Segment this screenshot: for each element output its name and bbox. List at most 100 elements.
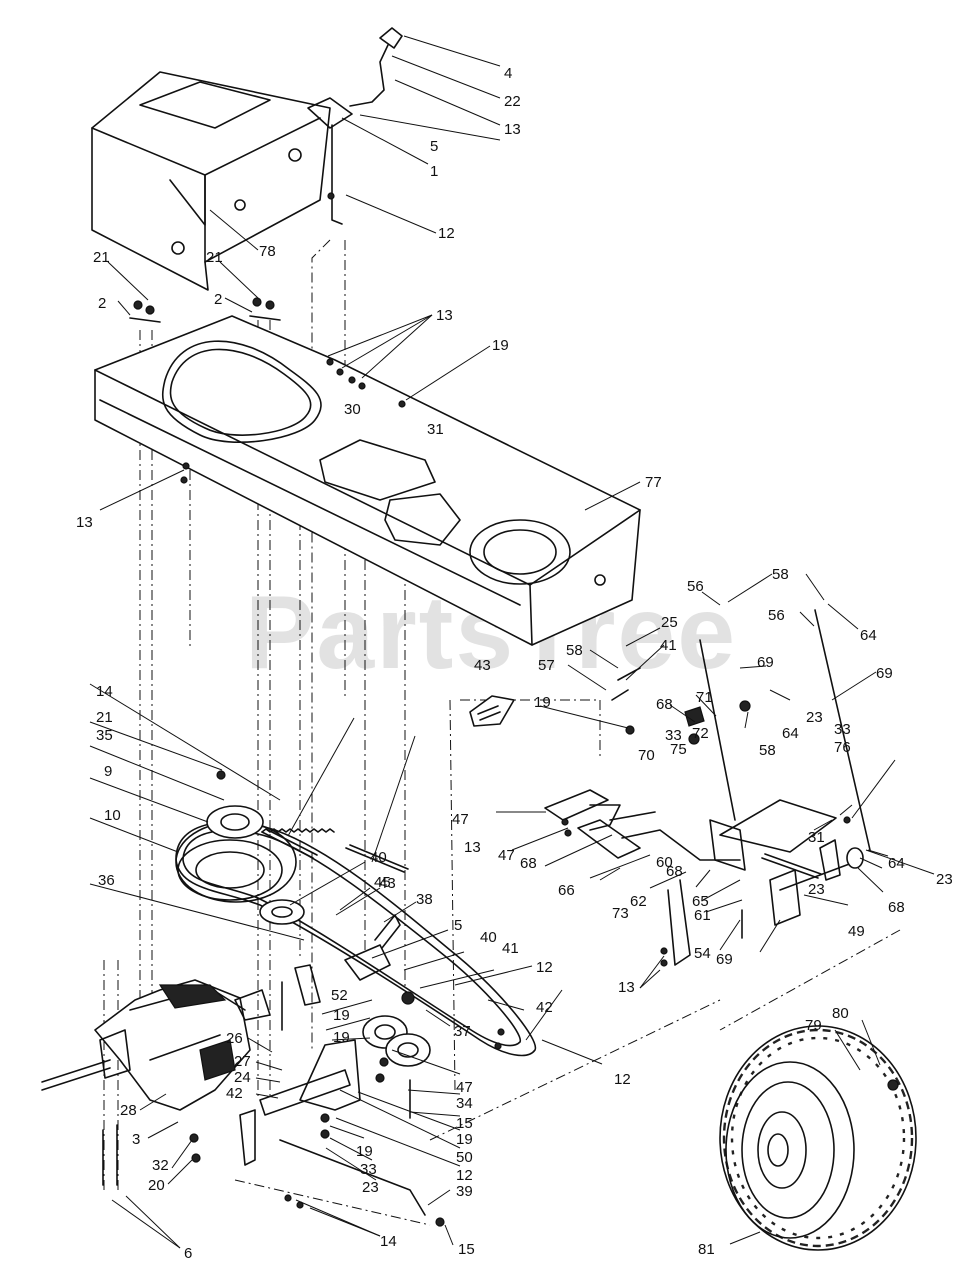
callout-label: 71 — [696, 689, 713, 706]
callout-label: 20 — [148, 1177, 165, 1194]
callout-label: 58 — [772, 566, 789, 583]
callout-label: 13 — [464, 839, 481, 856]
callout-label: 19 — [534, 694, 551, 711]
callout-label: 58 — [759, 742, 776, 759]
callout-label: 27 — [234, 1053, 251, 1070]
callout-label: 19 — [333, 1029, 350, 1046]
callout-label: 5 — [430, 138, 438, 155]
callout-label: 64 — [888, 855, 905, 872]
callout-label: 31 — [808, 829, 825, 846]
callout-label: 10 — [104, 807, 121, 824]
callout-label: 41 — [502, 940, 519, 957]
callout-label: 6 — [184, 1245, 192, 1262]
callout-label: 9 — [104, 763, 112, 780]
bracket-52 — [769, 839, 864, 926]
callout-label: 68 — [520, 855, 537, 872]
callout-label: 72 — [692, 725, 709, 742]
callout-label: 14 — [96, 683, 113, 700]
callout-label: 26 — [226, 1030, 243, 1047]
callout-label: 4 — [504, 65, 512, 82]
callout-label: 3 — [132, 1131, 140, 1148]
brake-rod-assembly — [307, 27, 403, 225]
callout-label: 40 — [370, 849, 387, 866]
callout-label: 56 — [768, 607, 785, 624]
callout-label: 21 — [206, 249, 223, 266]
callout-label: 47 — [456, 1079, 473, 1096]
callout-label: 34 — [456, 1095, 473, 1112]
callout-label: 54 — [694, 945, 711, 962]
callout-label: 33 — [360, 1161, 377, 1178]
callout-label: 19 — [356, 1143, 373, 1160]
callout-label: 57 — [538, 657, 555, 674]
callout-label: 45 — [374, 874, 391, 891]
callout-label: 64 — [782, 725, 799, 742]
callout-label: 32 — [152, 1157, 169, 1174]
callout-label: 5 — [454, 917, 462, 934]
transmission-3 — [41, 979, 271, 1111]
callout-label: 30 — [344, 401, 361, 418]
callout-label: 76 — [834, 739, 851, 756]
callout-label: 1 — [430, 163, 438, 180]
callout-label: 70 — [638, 747, 655, 764]
callout-label: 12 — [614, 1071, 631, 1088]
callout-label: 21 — [96, 709, 113, 726]
callout-label: 15 — [456, 1115, 473, 1132]
callout-label: 24 — [234, 1069, 251, 1086]
main-frame-78 — [94, 315, 641, 646]
callout-label: 41 — [660, 637, 677, 654]
foot-pedal-54 — [544, 789, 656, 831]
callout-label: 19 — [333, 1007, 350, 1024]
springs — [261, 828, 822, 879]
callout-label: 47 — [498, 847, 515, 864]
callout-label: 68 — [666, 863, 683, 880]
callout-label: 43 — [379, 875, 396, 892]
callout-label: 25 — [661, 614, 678, 631]
callout-label: 65 — [692, 893, 709, 910]
callout-label: 39 — [456, 1183, 473, 1200]
hardware — [102, 297, 899, 1227]
callout-label: 23 — [806, 709, 823, 726]
callout-label: 69 — [876, 665, 893, 682]
frame-bracket-79 — [91, 71, 331, 291]
callout-label: 21 — [93, 249, 110, 266]
callout-label: 14 — [380, 1233, 397, 1250]
callout-label: 50 — [456, 1149, 473, 1166]
callout-label: 56 — [687, 578, 704, 595]
callout-label: 13 — [76, 514, 93, 531]
callout-label: 52 — [331, 987, 348, 1004]
callout-label: 61 — [694, 907, 711, 924]
callout-label: 64 — [860, 627, 877, 644]
callout-label: 43 — [474, 657, 491, 674]
callout-label: 81 — [698, 1241, 715, 1258]
callout-label: 69 — [716, 951, 733, 968]
callout-label: 75 — [670, 741, 687, 758]
callout-label: 12 — [536, 959, 553, 976]
callout-label: 19 — [492, 337, 509, 354]
callout-label: 19 — [456, 1131, 473, 1148]
callout-label: 13 — [504, 121, 521, 138]
callout-label: 2 — [214, 291, 222, 308]
callout-label: 36 — [98, 872, 115, 889]
callout-label: 31 — [427, 421, 444, 438]
callout-label: 78 — [259, 243, 276, 260]
callout-label: 79 — [805, 1017, 822, 1034]
callout-label: 22 — [504, 93, 521, 110]
callout-label: 69 — [757, 654, 774, 671]
callout-label: 42 — [536, 999, 553, 1016]
callout-label: 37 — [454, 1023, 471, 1040]
callout-label: 2 — [98, 295, 106, 312]
callout-label: 68 — [888, 899, 905, 916]
callout-label: 28 — [120, 1102, 137, 1119]
callout-label: 23 — [808, 881, 825, 898]
callout-labels: 4 22 13 5 1 12 78 21 21 2 2 13 19 13 77 … — [76, 65, 953, 1262]
callout-label: 23 — [936, 871, 953, 888]
callout-label: 33 — [834, 721, 851, 738]
callout-label: 42 — [226, 1085, 243, 1102]
callout-label: 33 — [665, 727, 682, 744]
callout-label: 23 — [362, 1179, 379, 1196]
shift-rod-assembly — [577, 609, 871, 966]
callout-label: 49 — [848, 923, 865, 940]
pad-61 — [469, 695, 515, 727]
callout-label: 40 — [480, 929, 497, 946]
callout-label: 66 — [558, 882, 575, 899]
